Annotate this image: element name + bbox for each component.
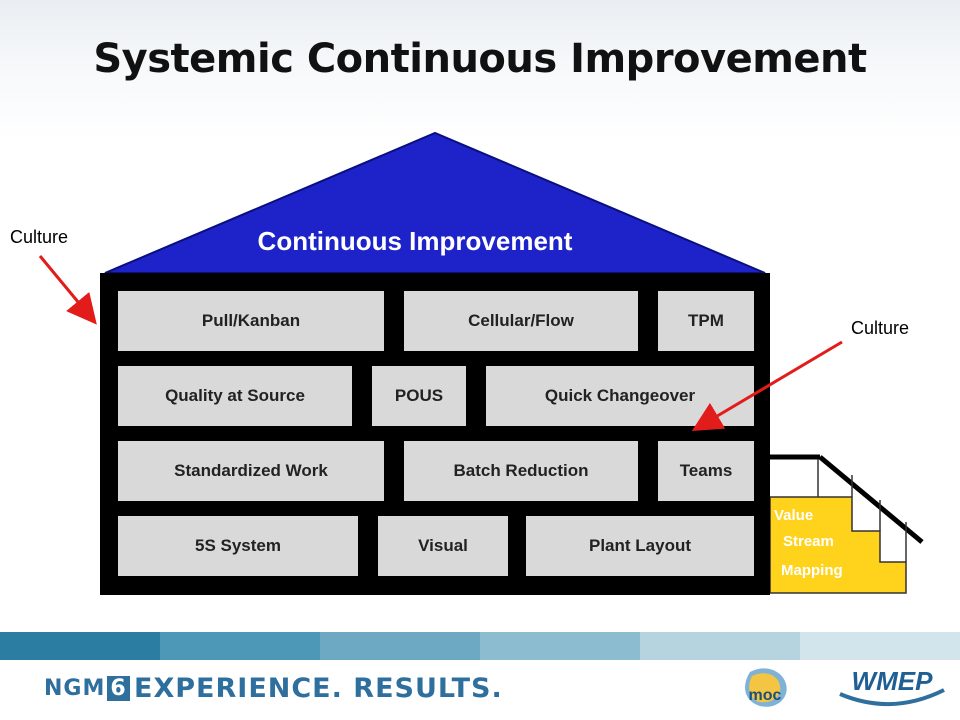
moc-logo-text: moc [749, 687, 782, 704]
block-teams: Teams [658, 441, 754, 501]
culture-label-right: Culture [851, 318, 910, 338]
culture-label-left: Culture [10, 227, 69, 247]
wmep-logo: WMEP [839, 666, 945, 707]
footer-stripes [0, 632, 960, 660]
block-visual: Visual [378, 516, 508, 576]
block-quick-changeover: Quick Changeover [486, 366, 754, 426]
block-tpm: TPM [658, 291, 754, 351]
ngm-logo-text: NGM [44, 675, 106, 701]
block-5s-system: 5S System [118, 516, 358, 576]
block-quality-at-source: Quality at Source [118, 366, 352, 426]
wmep-logo-text: WMEP [852, 666, 934, 696]
roof-label: Continuous Improvement [257, 226, 573, 256]
house-diagram [104, 131, 924, 594]
step-label-mapping: Mapping [781, 562, 843, 579]
house-body: Pull/Kanban Cellular/Flow TPM Quality at… [100, 273, 770, 595]
page-title: Systemic Continuous Improvement [93, 36, 867, 82]
block-plant-layout: Plant Layout [526, 516, 754, 576]
footer-tagline: EXPERIENCE. RESULTS. [134, 673, 503, 704]
ngm-logo-number: 6 [107, 675, 130, 701]
moc-logo: moc [745, 668, 787, 707]
block-pull-kanban: Pull/Kanban [118, 291, 384, 351]
block-pous: POUS [372, 366, 466, 426]
block-batch-reduction: Batch Reduction [404, 441, 638, 501]
block-cellular-flow: Cellular/Flow [404, 291, 638, 351]
block-standardized-work: Standardized Work [118, 441, 384, 501]
step-label-stream: Stream [783, 533, 834, 550]
ngm6-logo: NGM 6 [44, 675, 130, 701]
staircase [760, 454, 924, 594]
step-label-value: Value [774, 507, 814, 524]
header-background [0, 0, 960, 140]
